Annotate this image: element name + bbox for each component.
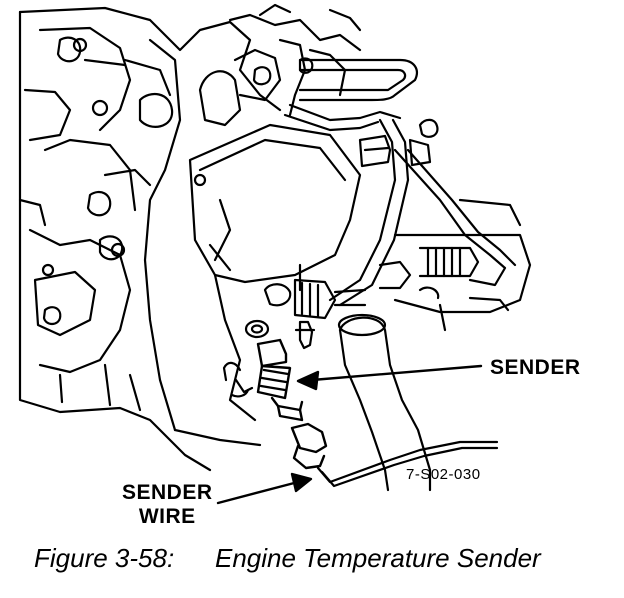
figure-caption: Figure 3-58: Engine Temperature Sender — [34, 543, 541, 574]
lower-block — [173, 273, 447, 447]
sender-wire-label-line1: SENDER — [122, 481, 213, 504]
temperature-sender — [256, 338, 328, 470]
sender-arrow — [296, 364, 483, 391]
tubing — [283, 58, 517, 307]
reference-code: 7-S02-030 — [406, 466, 481, 483]
sender-wire-label: SENDER WIRE — [122, 481, 213, 529]
washer-and-cap — [244, 319, 316, 350]
right-side-fittings — [378, 198, 532, 314]
radiator-hose — [337, 313, 432, 492]
figure-title: Engine Temperature Sender — [215, 543, 541, 573]
sender-wire-arrow — [216, 472, 313, 505]
sender-wire-label-line2: WIRE — [138, 505, 196, 528]
engine-block — [18, 6, 282, 472]
sender-wire — [316, 440, 499, 488]
center-fitting — [263, 278, 367, 320]
housing-cover — [188, 123, 362, 292]
sender-label: SENDER — [490, 356, 581, 379]
figure-number: Figure 3-58: — [34, 543, 175, 573]
